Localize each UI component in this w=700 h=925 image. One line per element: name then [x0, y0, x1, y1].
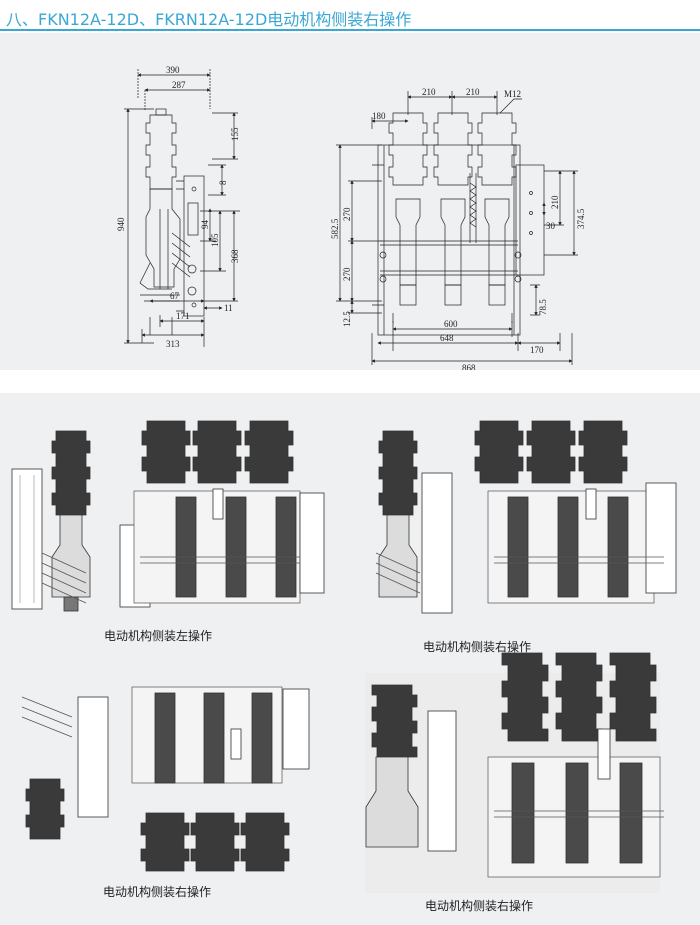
drawing-panel: 390 287 155 8 940 94 105 368 67 11 171 3… [0, 33, 700, 370]
side-view-drawing [139, 108, 205, 347]
dim-label: 582.5 [330, 218, 340, 239]
dimension-drawings: 390 287 155 8 940 94 105 368 67 11 171 3… [116, 65, 586, 370]
dim-label: 8 [218, 180, 228, 185]
side-view-dimensions [124, 69, 240, 344]
photo-caption: 电动机构侧装右操作 [423, 640, 532, 654]
dim-label: 180 [372, 111, 386, 121]
dim-label: 374.5 [576, 208, 586, 229]
page-title: 八、FKN12A-12D、FKRN12A-12D电动机构侧装右操作 [6, 10, 412, 29]
side-dim-labels: 390 287 155 8 940 94 105 368 67 11 171 3… [116, 65, 240, 349]
dim-label: 287 [172, 80, 186, 90]
dim-label: M12 [504, 89, 521, 99]
front-view-drawing [372, 112, 545, 336]
dim-label: 648 [440, 333, 454, 343]
dim-label: 67 [170, 291, 180, 301]
photo-1-illustration [11, 420, 325, 612]
dim-label: 105 [210, 233, 220, 247]
photo-4-illustration [365, 652, 664, 893]
dim-label: 210 [466, 87, 480, 97]
dim-label: 30 [546, 221, 556, 231]
dim-label: 390 [166, 65, 180, 75]
header-divider [0, 29, 700, 31]
dim-label: 210 [550, 195, 560, 209]
dim-label: 12.5 [342, 311, 352, 327]
header: 八、FKN12A-12D、FKRN12A-12D电动机构侧装右操作 [0, 0, 700, 34]
photo-3-illustration [21, 686, 310, 872]
photo-caption: 电动机构侧装右操作 [103, 885, 212, 899]
dim-label: 270 [342, 207, 352, 221]
dim-label: 940 [116, 217, 126, 231]
dim-label: 210 [422, 87, 436, 97]
photo-panel: 电动机构侧装左操作 电动机构侧装右操作 电动机构侧装右操作 电动机构侧装右操作 [0, 393, 700, 925]
photo-2-illustration [375, 420, 677, 614]
dim-label: 313 [166, 339, 180, 349]
front-dim-labels: 210 210 180 M12 270 582.5 270 12.5 210 3… [330, 87, 586, 370]
dim-label: 94 [200, 220, 210, 230]
dim-label: 600 [444, 319, 458, 329]
photo-caption: 电动机构侧装右操作 [425, 899, 534, 913]
photo-caption: 电动机构侧装左操作 [104, 629, 213, 643]
dim-label: 78.5 [538, 299, 548, 315]
dim-label: 270 [342, 267, 352, 281]
dim-label: 171 [176, 311, 190, 321]
dim-label: 368 [230, 249, 240, 263]
dim-label: 868 [462, 363, 476, 370]
dim-label: 155 [230, 127, 240, 141]
front-view-dimensions [336, 91, 578, 365]
dim-label: 170 [530, 345, 544, 355]
product-photos [11, 420, 677, 893]
dim-label: 11 [224, 303, 233, 313]
